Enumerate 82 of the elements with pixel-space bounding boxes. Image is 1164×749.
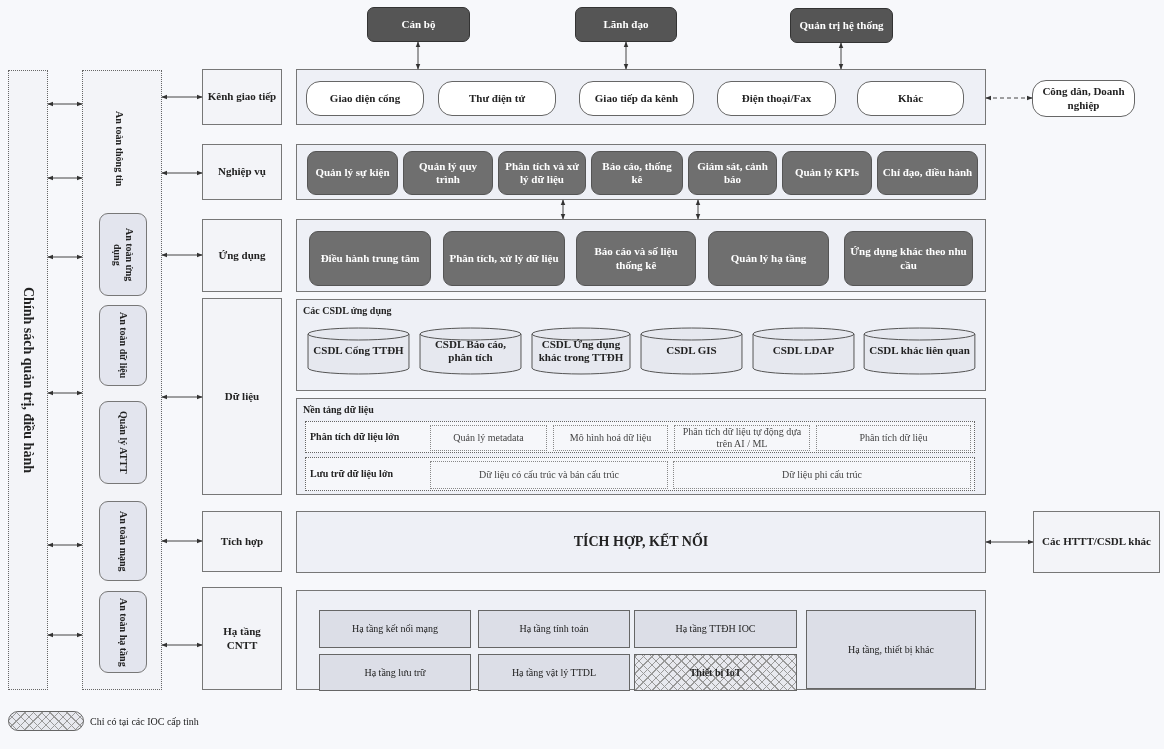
layer-label-box: Hạ tầng CNTT	[202, 587, 282, 690]
channel-pill: Khác	[857, 81, 964, 116]
external-system-box: Các HTTT/CSDL khác	[1033, 511, 1160, 573]
double-arrow	[47, 632, 83, 638]
data-cell: Quản lý metadata	[430, 425, 547, 451]
database-cylinder: CSDL khác liên quan	[863, 327, 976, 375]
double-arrow	[161, 394, 203, 400]
layer-panel	[296, 144, 986, 200]
group-title: An toàn thông tin	[113, 111, 125, 187]
double-arrow	[560, 199, 566, 220]
group-title: Nền tảng dữ liệu	[303, 404, 374, 416]
double-arrow	[623, 41, 629, 70]
infrastructure-cell: Hạ tầng tính toán	[478, 610, 630, 648]
double-arrow	[838, 42, 844, 70]
double-arrow	[985, 95, 1033, 101]
double-arrow	[161, 538, 203, 544]
application-box: Điều hành trung tâm	[309, 231, 431, 286]
layer-label-box: Nghiệp vụ	[202, 144, 282, 200]
data-cell: Dữ liệu có cấu trúc và bán cấu trúc	[430, 461, 668, 489]
external-actor-box: Công dân, Doanh nghiệp	[1032, 80, 1135, 117]
data-cell: Phân tích dữ liệu	[816, 425, 971, 451]
double-arrow	[161, 170, 203, 176]
function-box: Quản lý sự kiện	[307, 151, 398, 195]
data-platform-panel	[296, 398, 986, 495]
database-panel	[296, 299, 986, 391]
infrastructure-cell: Hạ tầng vật lý TTDL	[478, 654, 630, 691]
role-box: Cán bộ	[367, 7, 470, 42]
infrastructure-cell: Hạ tầng TTĐH IOC	[634, 610, 797, 648]
data-cell: Phân tích dữ liệu tự động dựa trên AI / ML	[674, 425, 810, 451]
function-box: Phân tích và xử lý dữ liệu	[498, 151, 586, 195]
database-cylinder: CSDL Cổng TTĐH	[307, 327, 410, 375]
database-cylinder: CSDL LDAP	[752, 327, 855, 375]
layer-label-box: Ứng dụng	[202, 219, 282, 292]
security-panel: An toàn thông tin An toàn ứng dụng An toàn dữ liệu Quản lý ATTT An toàn mạng An toàn hạ tầng	[82, 70, 162, 690]
function-box: Quản lý quy trình	[403, 151, 493, 195]
layer-label-box: Kênh giao tiếp	[202, 69, 282, 125]
group-title: Phân tích dữ liệu lớn	[310, 431, 400, 443]
double-arrow	[47, 390, 83, 396]
application-box: Ứng dụng khác theo nhu cầu	[844, 231, 973, 286]
function-box: Chỉ đạo, điều hành	[877, 151, 978, 195]
infrastructure-cell: Hạ tầng kết nối mạng	[319, 610, 471, 648]
layer-panel: Hạ tầng kết nối mạng Hạ tầng tính toán Hạ tầng TTĐH IOC Hạ tầng, thiết bị khác Hạ tầng lưu trữ Hạ tầng vật lý TTDL Thiết bị IoT	[296, 590, 986, 690]
double-arrow	[47, 101, 83, 107]
infrastructure-cell: Hạ tầng, thiết bị khác	[806, 610, 976, 689]
layer-label-box: Dữ liệu	[202, 298, 282, 495]
channel-pill: Giao tiếp đa kênh	[579, 81, 694, 116]
layer-panel	[296, 69, 986, 125]
channel-pill: Điện thoại/Fax	[717, 81, 836, 116]
layer-label-box: Tích hợp	[202, 511, 282, 572]
group-title: Các CSDL ứng dụng	[303, 305, 392, 317]
group-title: Lưu trữ dữ liệu lớn	[310, 468, 393, 480]
data-cell: Dữ liệu phi cấu trúc	[673, 461, 971, 489]
data-row-panel	[305, 421, 975, 453]
legend-text: Chỉ có tại các IOC cấp tỉnh	[90, 715, 199, 727]
application-box: Quản lý hạ tầng	[708, 231, 829, 286]
function-box: Giám sát, cảnh báo	[688, 151, 777, 195]
double-arrow	[161, 642, 203, 648]
double-arrow	[161, 252, 203, 258]
data-row-panel	[305, 457, 975, 491]
database-cylinder: CSDL GIS	[640, 327, 743, 375]
double-arrow	[695, 199, 701, 220]
data-cell: Mô hình hoá dữ liệu	[553, 425, 668, 451]
function-box: Báo cáo, thống kê	[591, 151, 683, 195]
double-arrow	[47, 175, 83, 181]
application-box: Phân tích, xử lý dữ liệu	[443, 231, 565, 286]
double-arrow	[47, 254, 83, 260]
database-cylinder: CSDL Ứng dụng khác trong TTĐH	[531, 327, 631, 375]
function-box: Quản lý KPIs	[782, 151, 872, 195]
double-arrow	[985, 539, 1034, 545]
channel-pill: Giao diện cổng	[306, 81, 424, 116]
infrastructure-cell: Hạ tầng lưu trữ	[319, 654, 471, 691]
policy-bar: Chính sách quản trị, điều hành	[8, 70, 48, 690]
application-box: Báo cáo và số liệu thống kê	[576, 231, 696, 286]
channel-pill: Thư điện tử	[438, 81, 556, 116]
layer-panel	[296, 219, 986, 292]
integration-box: TÍCH HỢP, KẾT NỐI	[296, 511, 986, 573]
database-cylinder: CSDL Báo cáo, phân tích	[419, 327, 522, 375]
double-arrow	[161, 94, 203, 100]
role-box: Lãnh đạo	[575, 7, 677, 42]
double-arrow	[415, 41, 421, 70]
role-box: Quản trị hệ thống	[790, 8, 893, 43]
double-arrow	[47, 542, 83, 548]
